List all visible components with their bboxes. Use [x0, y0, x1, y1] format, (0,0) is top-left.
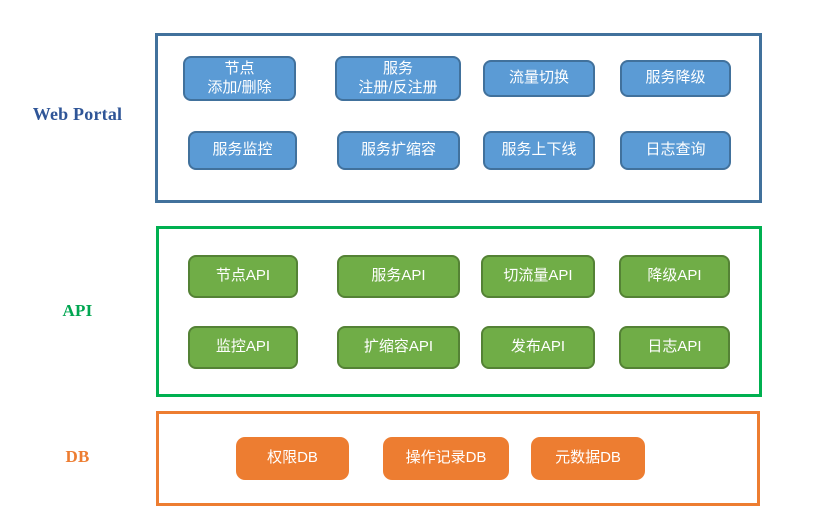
- shape-service-degrade: 服务降级: [620, 60, 731, 97]
- shape-service-api: 服务API: [337, 255, 460, 298]
- shape-service-register: 服务 注册/反注册: [335, 56, 461, 101]
- api-layer-label: API: [62, 301, 93, 320]
- shape-service-up-down: 服务上下线: [483, 131, 595, 170]
- shape-service-scale: 服务扩缩容: [337, 131, 460, 170]
- shape-operation-record-db: 操作记录DB: [383, 437, 509, 480]
- web-portal-layer-label: Web Portal: [32, 104, 123, 124]
- shape-degrade-api: 降级API: [619, 255, 730, 298]
- shape-log-query: 日志查询: [620, 131, 731, 170]
- shape-node-add-delete: 节点 添加/删除: [183, 56, 296, 101]
- shape-publish-api: 发布API: [481, 326, 595, 369]
- shape-service-monitor: 服务监控: [188, 131, 297, 170]
- shape-permission-db: 权限DB: [236, 437, 349, 480]
- api-layer-container: 节点API 服务API 切流量API 降级API 监控API 扩缩容API 发布…: [156, 226, 762, 397]
- db-layer-container: 权限DB 操作记录DB 元数据DB: [156, 411, 760, 506]
- db-layer-label: DB: [65, 447, 90, 466]
- shape-log-api: 日志API: [619, 326, 730, 369]
- shape-switch-traffic-api: 切流量API: [481, 255, 595, 298]
- shape-metadata-db: 元数据DB: [531, 437, 645, 480]
- shape-monitor-api: 监控API: [188, 326, 298, 369]
- shape-traffic-switch: 流量切换: [483, 60, 595, 97]
- shape-node-api: 节点API: [188, 255, 298, 298]
- web-portal-layer-container: 节点 添加/删除 服务 注册/反注册 流量切换 服务降级 服务监控 服务扩缩容 …: [155, 33, 762, 203]
- shape-scale-api: 扩缩容API: [337, 326, 460, 369]
